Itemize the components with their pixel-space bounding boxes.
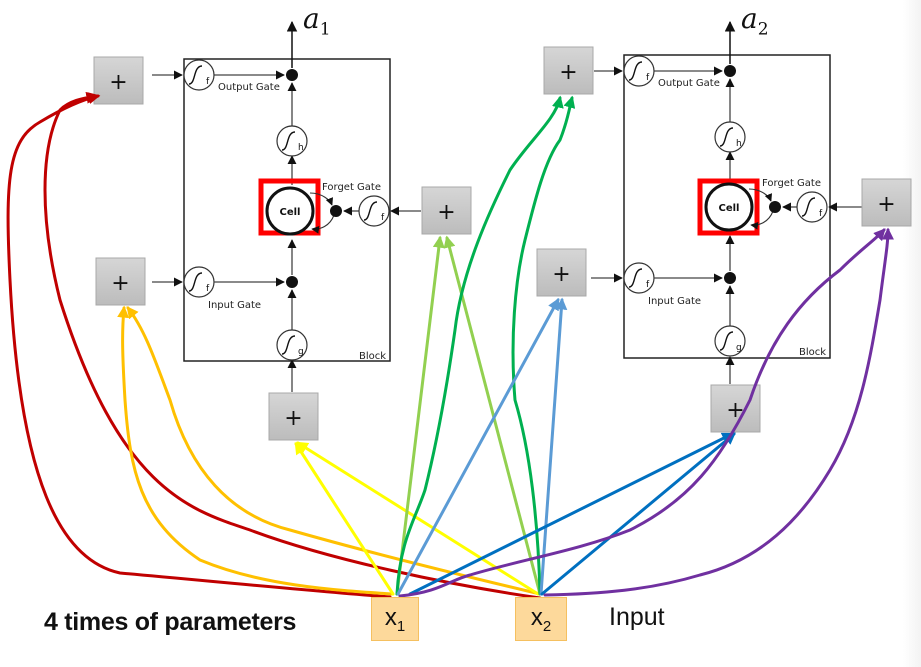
- wire-x1-block1-cell-input: [294, 441, 395, 596]
- input-gate-label: Input Gate: [208, 300, 261, 311]
- output-symbol: a: [741, 2, 758, 35]
- sum-node-block2-output-gate: +: [543, 46, 594, 95]
- lstm-block-2: Block f Output Gate h Cell: [591, 20, 862, 384]
- svg-text:+: +: [437, 200, 455, 225]
- input-multiply-node: [724, 272, 736, 284]
- cell-label: Cell: [280, 207, 301, 218]
- svg-text:f: f: [381, 213, 385, 223]
- caption-text: 4 times of parameters: [44, 608, 297, 636]
- wire-x2-block1-input-gate: [126, 306, 542, 596]
- svg-text:+: +: [552, 262, 570, 287]
- block-label: Block: [359, 351, 386, 362]
- svg-text:+: +: [559, 60, 577, 85]
- input-label: Input: [609, 603, 665, 631]
- svg-text:+: +: [877, 192, 895, 217]
- wire-x1-block2-input-gate: [396, 297, 560, 596]
- svg-text:g: g: [298, 347, 304, 357]
- forget-multiply-node: [330, 205, 342, 217]
- wire-x1-block1-output-gate: [6, 92, 392, 599]
- output-multiply-node: [286, 69, 298, 81]
- wire-x2-block2-forget-gate: [543, 227, 894, 597]
- forget-loop: [309, 192, 333, 206]
- output-subscript: 1: [319, 19, 331, 40]
- wire-x1-block1-forget-gate: [395, 235, 445, 596]
- output-gate-sigmoid-icon: f: [183, 59, 215, 91]
- sum-node-block1-forget-gate: +: [421, 186, 472, 235]
- input-gate-sigmoid-icon: f: [623, 262, 655, 294]
- block-label: Block: [799, 347, 826, 358]
- svg-text:+: +: [284, 406, 302, 431]
- slide-edge-shade: [903, 0, 921, 667]
- block-frame: [183, 58, 391, 362]
- svg-text:g: g: [736, 343, 742, 353]
- svg-text:h: h: [298, 143, 304, 153]
- output-multiply-node: [724, 65, 736, 77]
- svg-text:f: f: [646, 73, 650, 83]
- wire-x1-block1-input-gate: [117, 305, 394, 596]
- input-gate-sigmoid-icon: f: [183, 266, 215, 298]
- wire-x1-block2-forget-gate: [398, 228, 886, 598]
- output-gate-label: Output Gate: [218, 82, 280, 93]
- wire-x2-block2-cell-input: [540, 432, 736, 596]
- input-subscript: 1: [396, 617, 406, 635]
- forget-gate-label: Forget Gate: [762, 178, 821, 189]
- output-gate-sigmoid-icon: f: [623, 55, 655, 87]
- input-gate-label: Input Gate: [648, 296, 701, 307]
- svg-text:h: h: [736, 139, 742, 149]
- wire-x2-block2-output-gate: [511, 95, 576, 596]
- wire-x1-block2-output-gate: [395, 95, 564, 596]
- svg-text:f: f: [819, 209, 823, 219]
- cell-label: Cell: [719, 203, 740, 214]
- forget-loop: [748, 188, 772, 202]
- g-sigmoid-icon: g: [276, 329, 308, 361]
- sum-node-block2-input-gate: +: [536, 248, 587, 297]
- input-symbol: x: [384, 604, 397, 631]
- input-subscript: 2: [542, 617, 552, 635]
- cell-node: [265, 186, 315, 236]
- input-symbol: x: [530, 604, 543, 631]
- svg-text:+: +: [726, 398, 744, 423]
- sum-node-block1-input-gate: +: [95, 257, 146, 306]
- forget-loop-back: [311, 214, 335, 234]
- lstm-block-1: Block f Output Gate h: [152, 20, 421, 392]
- sum-node-block1-cell-input: +: [268, 392, 319, 441]
- cell-node: [704, 182, 754, 232]
- forget-gate-label: Forget Gate: [322, 182, 381, 193]
- forget-gate-sigmoid-icon: f: [358, 195, 390, 227]
- svg-text:+: +: [111, 271, 129, 296]
- h-sigmoid-icon: h: [276, 125, 308, 157]
- g-sigmoid-icon: g: [714, 325, 746, 357]
- sum-node-block2-forget-gate: +: [861, 178, 912, 227]
- weight-wires: [6, 91, 894, 600]
- forget-loop-back: [750, 210, 774, 230]
- cell-highlight: [697, 178, 760, 236]
- wire-x2-block2-input-gate: [539, 297, 568, 596]
- forget-gate-sigmoid-icon: f: [796, 191, 828, 223]
- h-sigmoid-icon: h: [714, 121, 746, 153]
- wire-x1-block2-cell-input: [408, 432, 735, 596]
- svg-text:f: f: [206, 77, 210, 87]
- wire-x2-block1-output-gate: [43, 91, 542, 600]
- wire-x2-block1-cell-input: [295, 441, 540, 596]
- forget-multiply-node: [769, 201, 781, 213]
- output-subscript: 2: [757, 19, 769, 40]
- output-gate-label: Output Gate: [658, 78, 720, 89]
- svg-text:f: f: [206, 284, 210, 294]
- sum-node-block1-output-gate: +: [93, 56, 144, 105]
- input-x1: x1: [371, 597, 419, 641]
- svg-text:+: +: [109, 70, 127, 95]
- block1-output-label: a1: [303, 2, 331, 40]
- input-multiply-node: [286, 276, 298, 288]
- input-x2: x2: [515, 597, 567, 641]
- block2-output-label: a2: [741, 2, 769, 40]
- output-symbol: a: [303, 2, 320, 35]
- svg-text:f: f: [646, 280, 650, 290]
